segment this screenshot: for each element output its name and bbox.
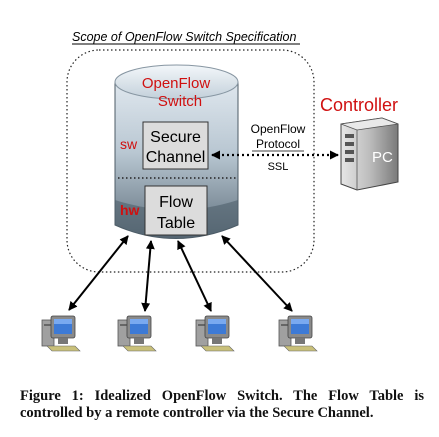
- host-link-4: [221, 235, 293, 312]
- caption-figure-label: Figure 1:: [20, 388, 84, 404]
- controller-pc-label: PC: [372, 149, 393, 166]
- controller-server-icon: [340, 117, 399, 191]
- host-pc-icon: [41, 315, 81, 352]
- protocol-line3: SSL: [268, 161, 289, 173]
- protocol-line1: OpenFlow: [251, 122, 306, 136]
- flow-table-box: [144, 185, 208, 236]
- hw-tag: hw: [120, 202, 140, 218]
- switch-title-line2: Switch: [158, 93, 202, 110]
- figure-caption: Figure 1: Idealized OpenFlow Switch. The…: [20, 388, 424, 422]
- host-links: [68, 235, 293, 312]
- host-link-2: [141, 240, 155, 312]
- host-pc-icon: [117, 315, 157, 352]
- scope-label: Scope of OpenFlow Switch Specification: [72, 30, 296, 44]
- flow-table-line2: Table: [157, 215, 195, 232]
- secure-channel-line1: Secure: [150, 129, 201, 146]
- secure-channel-box: [142, 121, 209, 170]
- switch-title-line1: OpenFlow: [142, 75, 211, 92]
- host-link-3: [177, 240, 212, 312]
- host-link-1: [68, 235, 129, 311]
- controller-label: Controller: [320, 95, 398, 115]
- sw-tag: sw: [120, 136, 138, 152]
- host-pc-icon: [278, 315, 318, 352]
- caption-text: Idealized OpenFlow Switch. The Flow Tabl…: [20, 388, 425, 421]
- host-pc-icon: [195, 315, 235, 352]
- secure-channel-line2: Channel: [146, 149, 206, 166]
- protocol-line2: Protocol: [256, 137, 300, 151]
- flow-table-line1: Flow: [159, 194, 193, 211]
